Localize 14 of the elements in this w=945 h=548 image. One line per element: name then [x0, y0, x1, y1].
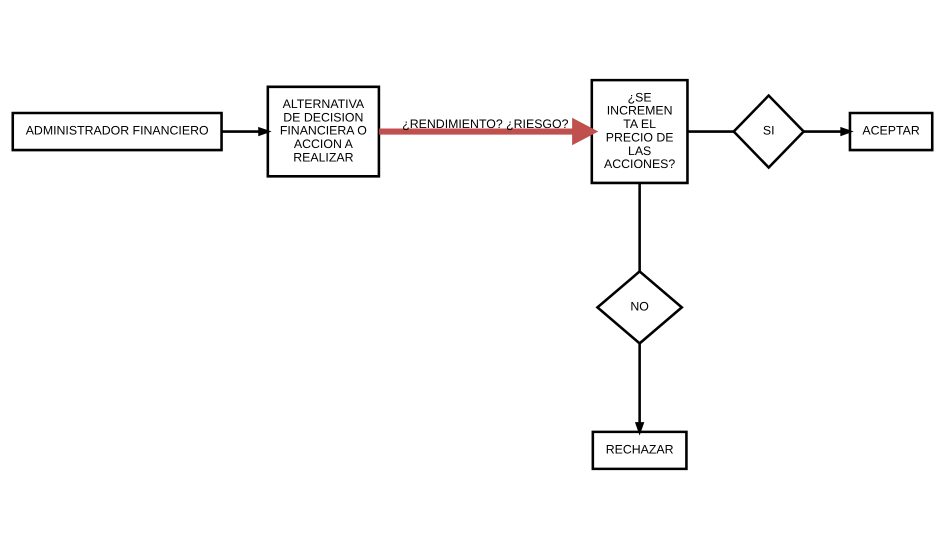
node-diamond: SI [732, 93, 806, 169]
connector [638, 182, 641, 271]
node-box: ADMINISTRADOR FINANCIERO [11, 111, 223, 151]
arrow [379, 117, 598, 145]
node-box: ACEPTAR [848, 111, 934, 151]
node-diamond: NO [595, 269, 684, 345]
arrow [634, 343, 644, 436]
edge-label: ¿RENDIMIENTO? ¿RIESGO? [402, 116, 568, 131]
connector [688, 130, 734, 132]
arrow [804, 126, 854, 136]
arrow [222, 126, 272, 136]
node-box: ¿SE INCREMEN TA EL PRECIO DE LAS ACCIONES? [590, 78, 689, 184]
node-box: ALTERNATIVA DE DECISION FINANCIERA O ACCION A REALIZAR [266, 85, 380, 178]
node-box: RECHAZAR [592, 430, 688, 470]
